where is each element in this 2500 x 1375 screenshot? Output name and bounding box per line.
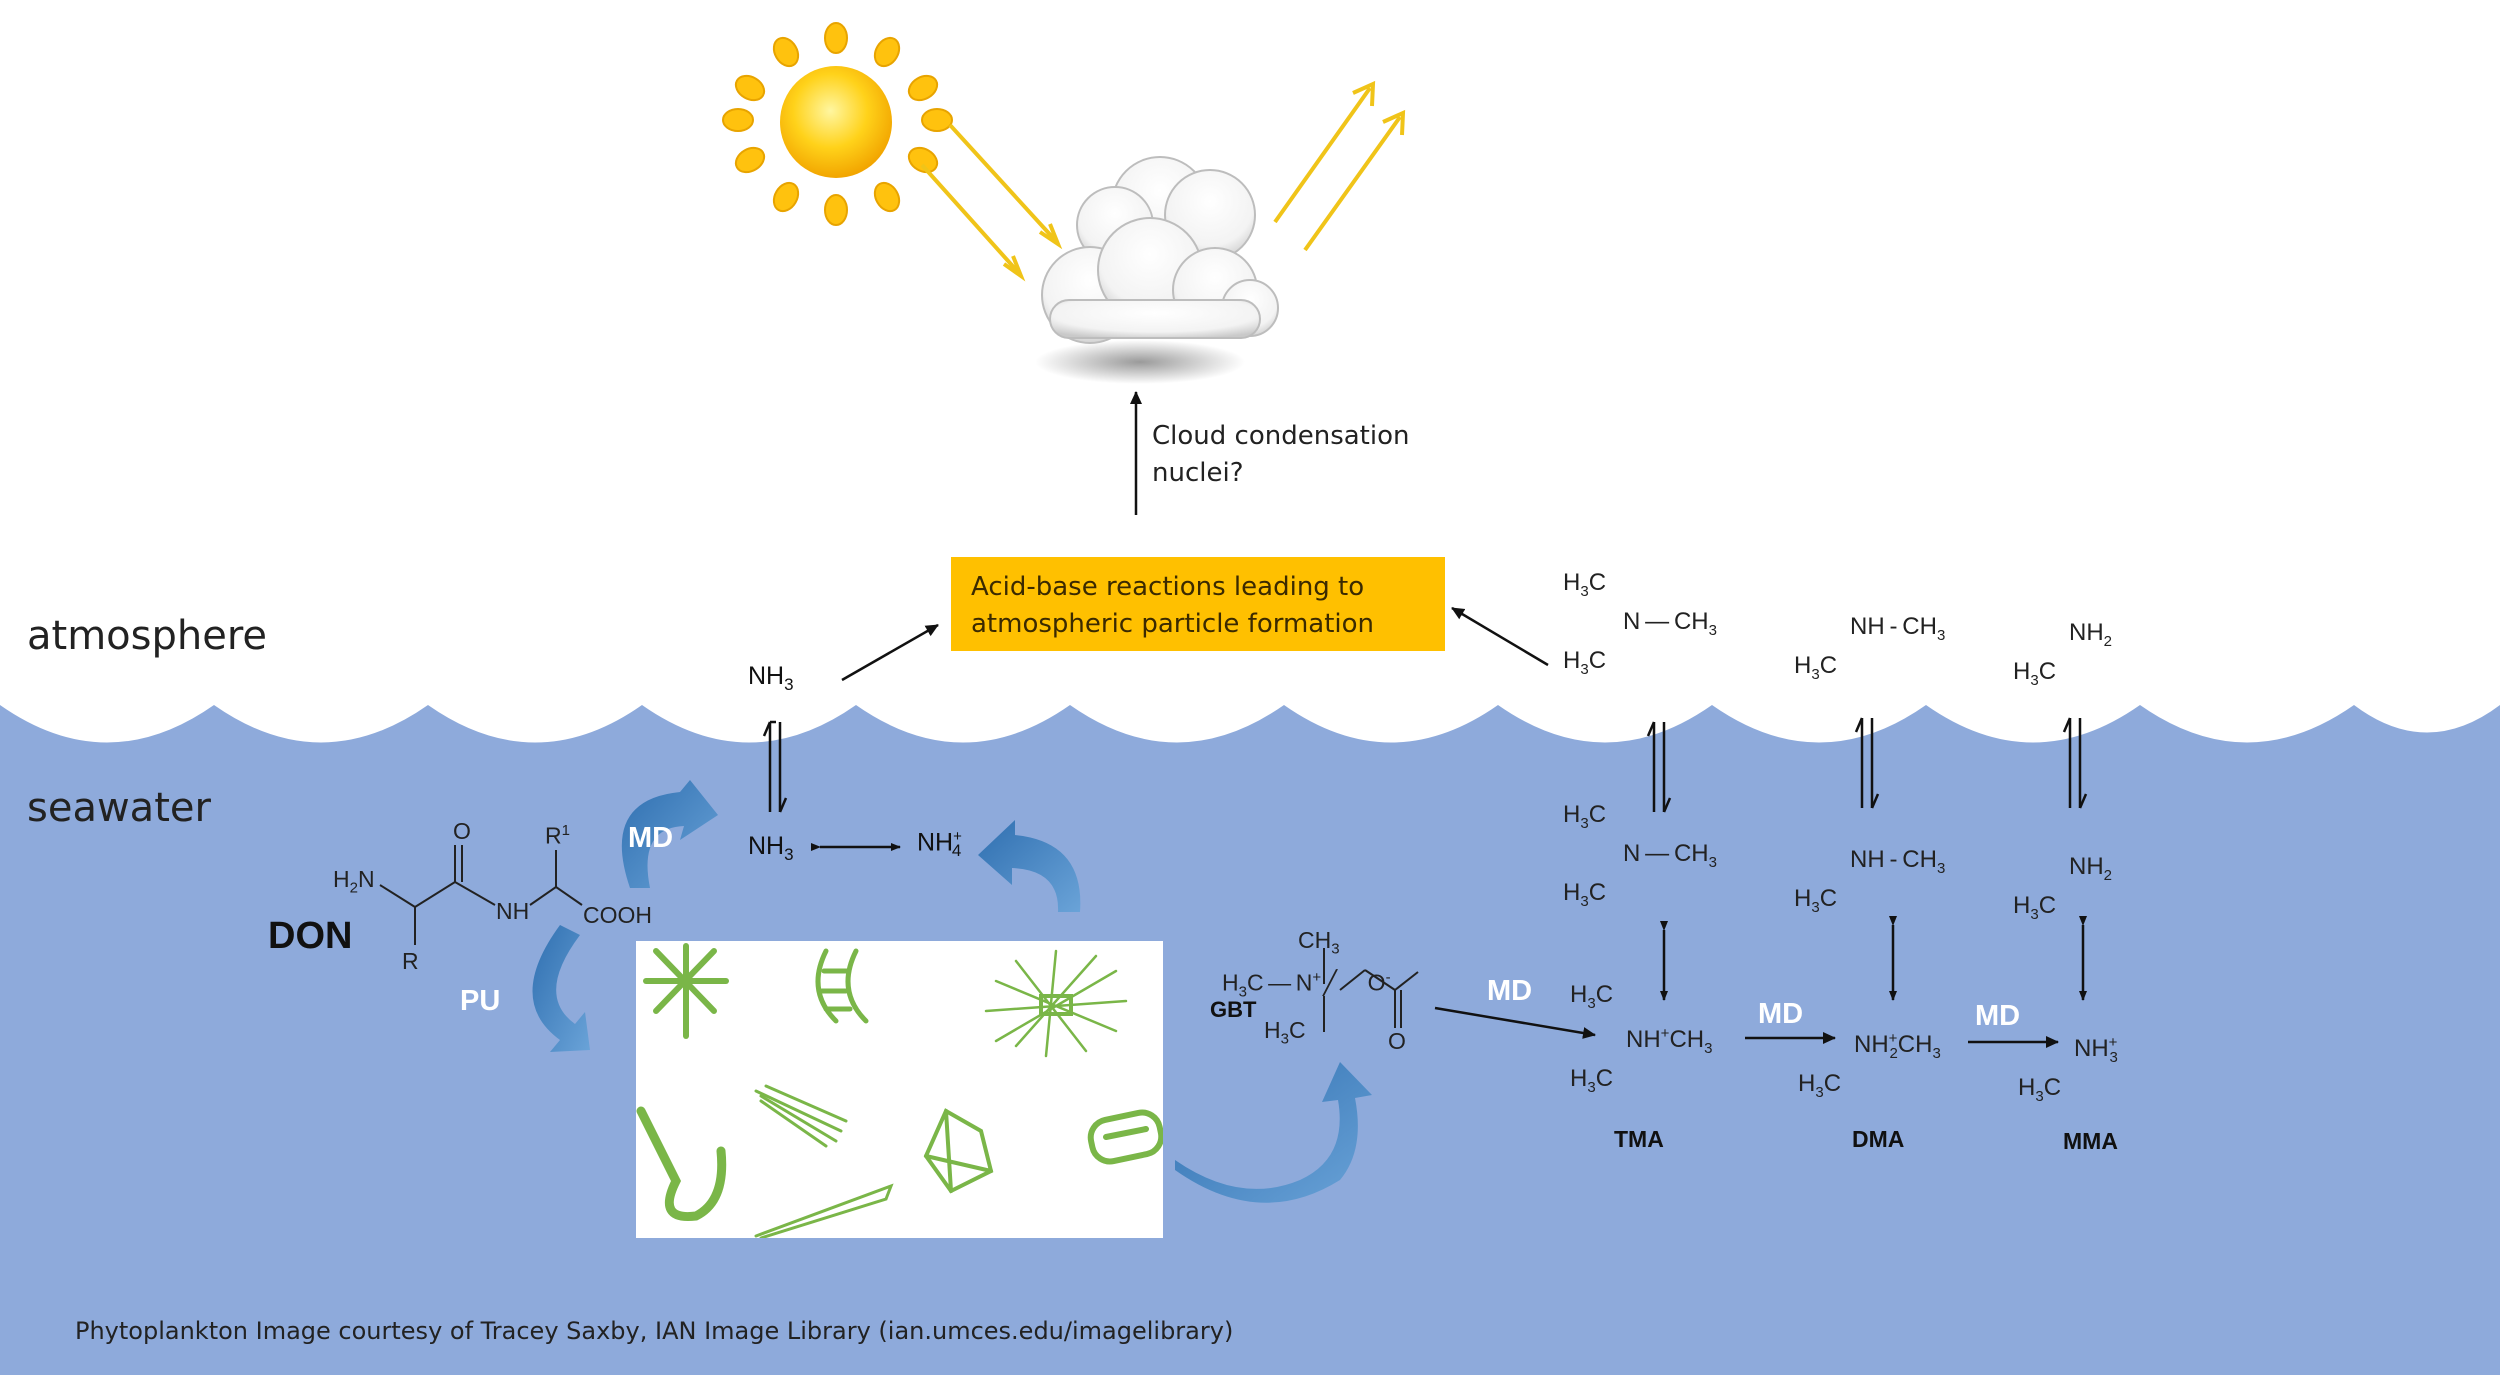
gbt-bonds [1323, 948, 1419, 1032]
nh3-to-callout-arrow [841, 623, 939, 682]
dma-air-sea-arrows [1854, 717, 1880, 809]
tma-label: TMA [1614, 1126, 1664, 1152]
mma-dissolved-structure: NH2 H3C [2013, 853, 2113, 923]
mma-label: MMA [2063, 1128, 2118, 1154]
plankton-to-nh4-arrow [978, 820, 1081, 912]
plankton-capsule-icon [1087, 1109, 1165, 1165]
md-label-gbt-tma: MD [1487, 975, 1533, 1007]
phytoplankton-image [636, 941, 1165, 1240]
don-o: O [453, 818, 471, 844]
md-label-tma-dma: MD [1758, 998, 1804, 1030]
sunlight-rays [920, 80, 1406, 282]
plankton-diamond-icon [923, 1108, 994, 1194]
gbt-structure: CH3 H3C — N+ ╱ O- H3C [1222, 927, 1391, 1048]
don-h2n: H2N [333, 866, 375, 897]
don-r: R [402, 948, 419, 974]
tma-protonated-structure: H3C NH+CH3 H3C [1570, 981, 1713, 1096]
don-structure [379, 845, 583, 945]
md-curved-arrow-don [621, 780, 718, 888]
don-cooh: COOH [583, 902, 652, 928]
dma-protonated-structure: NH+2CH3 H3C [1798, 1030, 1941, 1101]
callout-line-1: Acid-base reactions leading to [971, 572, 1365, 602]
plankton-to-gbt-arrow [1175, 1062, 1372, 1203]
dma-dissolved-structure: NH - CH3 H3C [1794, 846, 1946, 916]
seawater-label: seawater [27, 785, 211, 831]
plankton-star-icon [643, 943, 729, 1039]
callout-line-2: atmospheric particle formation [971, 609, 1375, 639]
ccn-label: Cloud condensation nuclei? [1152, 418, 1409, 492]
cloud-icon [1035, 156, 1279, 384]
mma-gas-structure: NH2 H3C [2013, 619, 2113, 689]
plankton-ladder-icon [815, 948, 869, 1024]
image-credit: Phytoplankton Image courtesy of Tracey S… [75, 1317, 1234, 1345]
gbt-carbonyl-o: O [1388, 1028, 1406, 1054]
dma-label: DMA [1852, 1126, 1905, 1152]
atmosphere-label: atmosphere [27, 613, 267, 659]
ccn-line-2: nuclei? [1152, 458, 1244, 488]
nh3-equilibrium-arrows [762, 720, 788, 813]
sun-icon [722, 22, 953, 226]
tma-gas-structure: H3C N — CH3 H3C [1563, 569, 1717, 678]
amines-to-callout-arrow [1451, 606, 1549, 667]
dma-gas-structure: NH - CH3 H3C [1794, 613, 1946, 683]
don-nh: NH [496, 898, 530, 924]
plankton-fan-icon [754, 1084, 848, 1148]
md-label-dma-mma: MD [1975, 1000, 2021, 1032]
pu-label: PU [460, 985, 501, 1017]
tma-air-sea-arrows [1646, 721, 1672, 813]
nh3-seawater-label: NH3 [748, 832, 794, 864]
seawater-background [0, 705, 2500, 1375]
md-label-don: MD [628, 822, 674, 854]
plankton-spiky-icon [984, 949, 1128, 1058]
nh3-atmosphere-label: NH3 [748, 662, 794, 694]
mma-air-sea-arrows [2062, 717, 2088, 809]
tma-dissolved-structure: H3C N — CH3 H3C [1563, 801, 1717, 910]
mma-protonated-structure: NH+3 H3C [2018, 1034, 2118, 1105]
don-label: DON [268, 915, 353, 957]
acid-base-callout-box: Acid-base reactions leading to atmospher… [951, 557, 1445, 651]
nh4-seawater-label: NH+4 [917, 828, 962, 861]
don-r1: R1 [545, 822, 570, 849]
ccn-line-1: Cloud condensation [1152, 421, 1410, 451]
gbt-label: GBT [1210, 997, 1257, 1022]
plankton-horn-icon [636, 1106, 727, 1222]
plankton-needle-icon [754, 1183, 894, 1240]
gbt-to-tma-arrow [1434, 1006, 1596, 1039]
pu-curved-arrow [532, 925, 590, 1052]
